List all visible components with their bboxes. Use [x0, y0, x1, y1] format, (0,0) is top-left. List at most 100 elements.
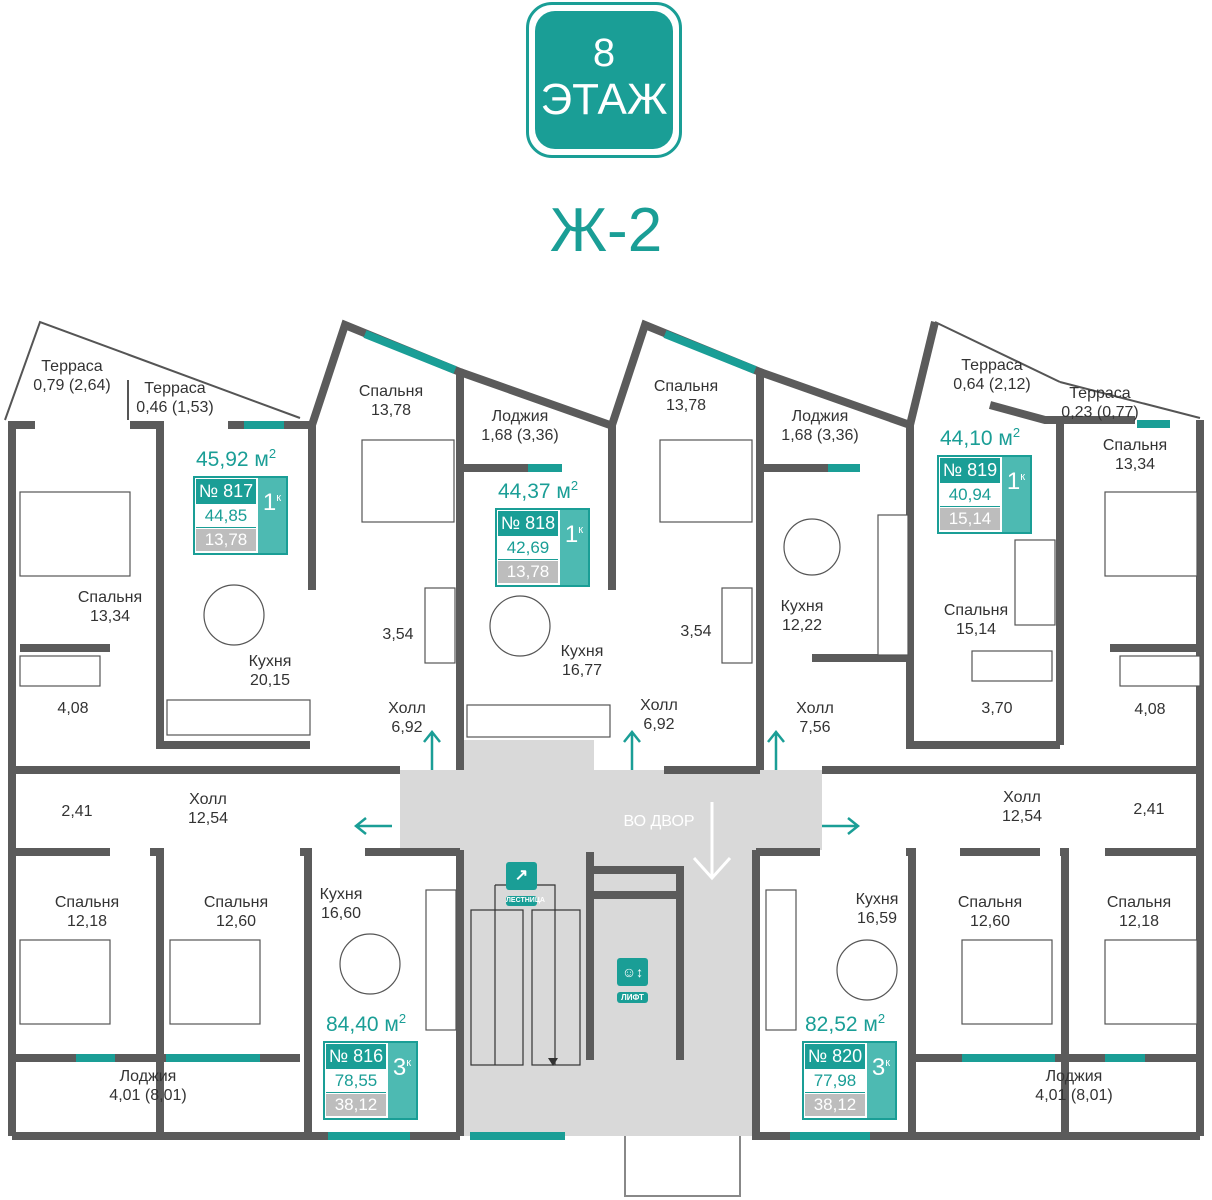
- room-label: Терраса 0,23 (0,77): [1061, 384, 1138, 422]
- room-area: 13,34: [89, 608, 131, 625]
- room-area: 15,14: [955, 621, 997, 638]
- room-name: Кухня: [319, 886, 363, 903]
- floor-badge: 8 ЭТАЖ: [526, 2, 682, 158]
- room-area: 0,23 (0,77): [1061, 404, 1139, 421]
- room-area: 13,78: [665, 397, 707, 414]
- room-name: Спальня: [77, 589, 143, 606]
- room-name: Терраса: [1069, 385, 1131, 402]
- room-area: 2,41: [61, 803, 93, 820]
- room-area: 6,92: [391, 719, 423, 736]
- room-label: 3,54: [382, 625, 413, 644]
- room-name: Спальня: [1102, 437, 1168, 454]
- room-area: 6,92: [643, 716, 675, 733]
- lift-hall-top: [464, 740, 594, 772]
- room-area: 12,60: [215, 913, 257, 930]
- apartment-living-area: 42,69: [498, 537, 558, 560]
- room-label: Кухня 16,77: [561, 642, 604, 680]
- room-area: 7,56: [799, 719, 831, 736]
- room-name: Спальня: [943, 602, 1009, 619]
- room-area: 12,54: [187, 810, 229, 827]
- room-name: Терраса: [144, 380, 206, 397]
- apartment-kitchen-area: 38,12: [805, 1094, 865, 1116]
- elevator-label: ЛИФТ: [617, 992, 648, 1003]
- room-name: Кухня: [560, 643, 604, 660]
- apartment-living-area: 44,85: [196, 505, 256, 528]
- room-label: 2,41: [61, 802, 92, 821]
- room-area: 16,59: [856, 910, 898, 927]
- floor-label: ЭТАЖ: [540, 75, 668, 124]
- terrace-railings: [4, 320, 1201, 421]
- room-label: Спальня 13,34: [78, 588, 142, 626]
- room-label: Спальня 13,78: [359, 382, 423, 420]
- room-name: Холл: [189, 791, 227, 808]
- apartment-total-area: 84,40 м2: [326, 1011, 407, 1036]
- room-label: 3,54: [680, 622, 711, 641]
- room-area: 3,70: [981, 700, 1013, 717]
- common-corridor: [400, 770, 822, 1136]
- apartment-kitchen-area: 13,78: [498, 561, 558, 583]
- room-name: Лоджия: [1045, 1068, 1103, 1085]
- room-name: Кухня: [855, 891, 899, 908]
- room-name: Спальня: [203, 894, 269, 911]
- apartment-living-area: 78,55: [326, 1070, 386, 1093]
- room-area: 16,77: [561, 662, 603, 679]
- apartment-total-area: 44,37 м2: [498, 478, 579, 503]
- apartment-total-area: 44,10 м2: [940, 425, 1021, 450]
- room-name: Спальня: [957, 894, 1023, 911]
- floor-badge-inner: 8 ЭТАЖ: [535, 11, 673, 149]
- apartment-total-area: 82,52 м2: [805, 1011, 886, 1036]
- room-area: 16,60: [320, 905, 362, 922]
- apartment-number: № 820: [805, 1044, 865, 1069]
- room-area: 13,78: [370, 402, 412, 419]
- apartment-room-count: 1к: [1002, 457, 1030, 532]
- room-name: Лоджия: [791, 408, 849, 425]
- room-label: Кухня 16,60: [320, 885, 363, 923]
- room-name: Холл: [1003, 789, 1041, 806]
- room-area: 12,18: [1118, 913, 1160, 930]
- room-name: Лоджия: [119, 1068, 177, 1085]
- room-label: Спальня 13,34: [1103, 436, 1167, 474]
- apartment-total-area: 45,92 м2: [196, 446, 277, 471]
- room-area: 20,15: [249, 672, 291, 689]
- apartment-kitchen-area: 38,12: [326, 1094, 386, 1116]
- floor-number: 8: [592, 31, 616, 75]
- room-name: Спальня: [54, 894, 120, 911]
- room-label: 4,08: [1134, 700, 1165, 719]
- apartment-room-count: 3к: [388, 1043, 416, 1118]
- room-area: 2,41: [1133, 801, 1165, 818]
- room-name: Спальня: [1106, 894, 1172, 911]
- room-name: Холл: [388, 700, 426, 717]
- room-area: 4,01 (8,01): [1035, 1087, 1113, 1104]
- section-title: Ж-2: [549, 196, 663, 265]
- apartment-room-count: 1к: [258, 478, 286, 553]
- room-area: 0,46 (1,53): [136, 399, 214, 416]
- room-name: Спальня: [358, 383, 424, 400]
- room-name: Лоджия: [491, 408, 549, 425]
- courtyard-arrow: [692, 802, 732, 881]
- room-area: 13,34: [1114, 456, 1156, 473]
- stairs-icon: ↗: [506, 862, 537, 890]
- apartment-number: № 817: [196, 479, 256, 504]
- courtyard-exit-label: ВО ДВОР: [623, 812, 694, 831]
- room-area: 12,60: [969, 913, 1011, 930]
- room-label: Холл 12,54: [188, 790, 228, 828]
- room-area: 4,08: [57, 700, 89, 717]
- balcony: [624, 1136, 741, 1197]
- apartment-room-count: 1к: [560, 510, 588, 585]
- apartment-room-count: 3к: [867, 1043, 895, 1118]
- room-label: Спальня 12,18: [1107, 893, 1171, 931]
